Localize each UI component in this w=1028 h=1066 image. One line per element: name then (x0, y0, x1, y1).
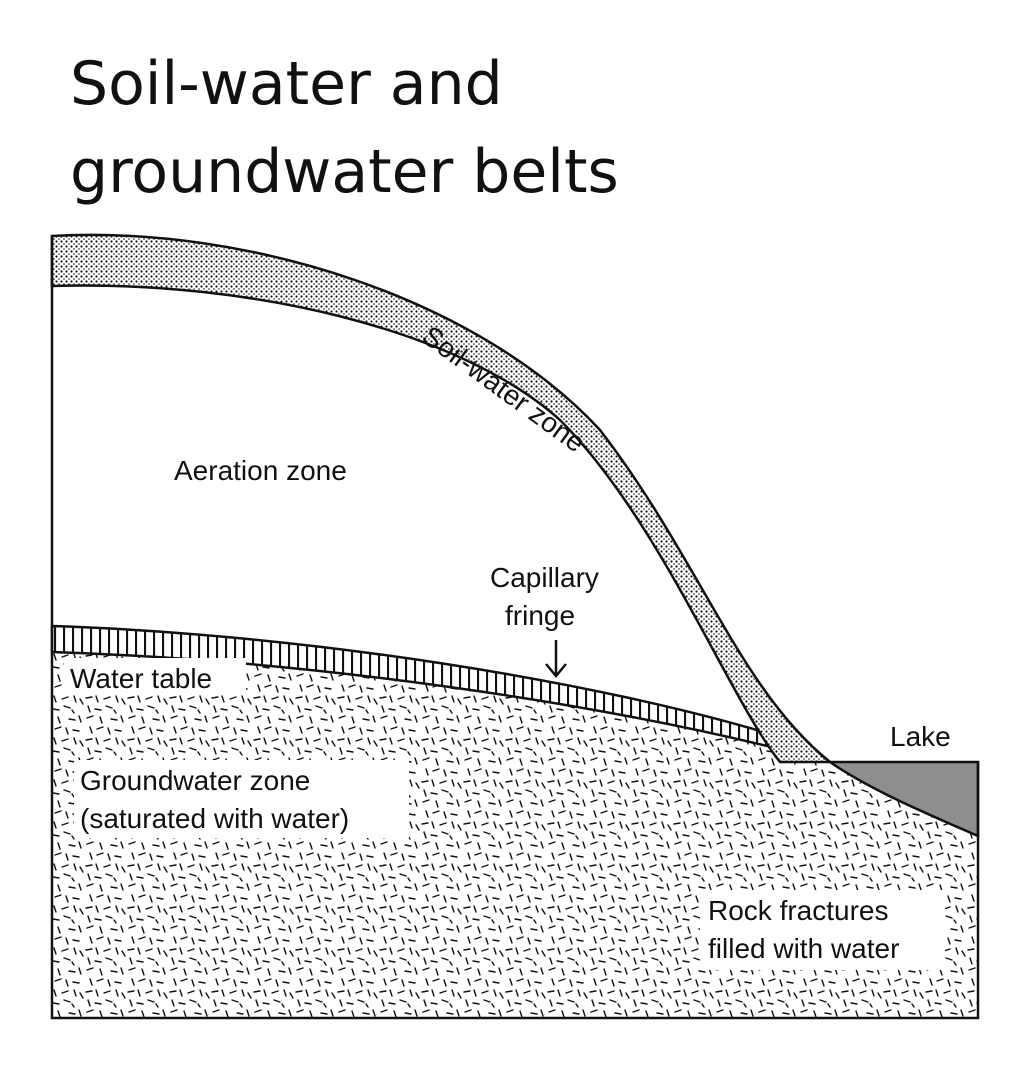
diagram-frame (50, 236, 980, 1020)
title-line-1: Soil-water and (70, 49, 503, 119)
soil-water-zone-label: Soil-water zone (416, 320, 590, 459)
groundwater-zone-label-2: (saturated with water) (80, 803, 349, 834)
rock-label-bg (700, 890, 945, 970)
diagram-title: Soil-water and groundwater belts (70, 40, 619, 216)
aeration-zone-label: Aeration zone (174, 455, 347, 486)
water-table-label-bg (64, 658, 246, 694)
title-line-2: groundwater belts (70, 137, 619, 207)
capillary-arrow-icon (545, 640, 567, 678)
groundwater-label-bg (74, 760, 409, 838)
capillary-fringe-label-2: fringe (505, 600, 575, 631)
rock-fractures-label-1: Rock fractures (708, 895, 889, 926)
lake-label: Lake (890, 721, 951, 752)
soil-water-zone-band (50, 233, 834, 764)
rock-fractures-label-2: filled with water (708, 933, 899, 964)
groundwater-zone-label-1: Groundwater zone (80, 765, 310, 796)
water-table-label: Water table (70, 663, 212, 694)
capillary-fringe-label-1: Capillary (490, 562, 599, 593)
